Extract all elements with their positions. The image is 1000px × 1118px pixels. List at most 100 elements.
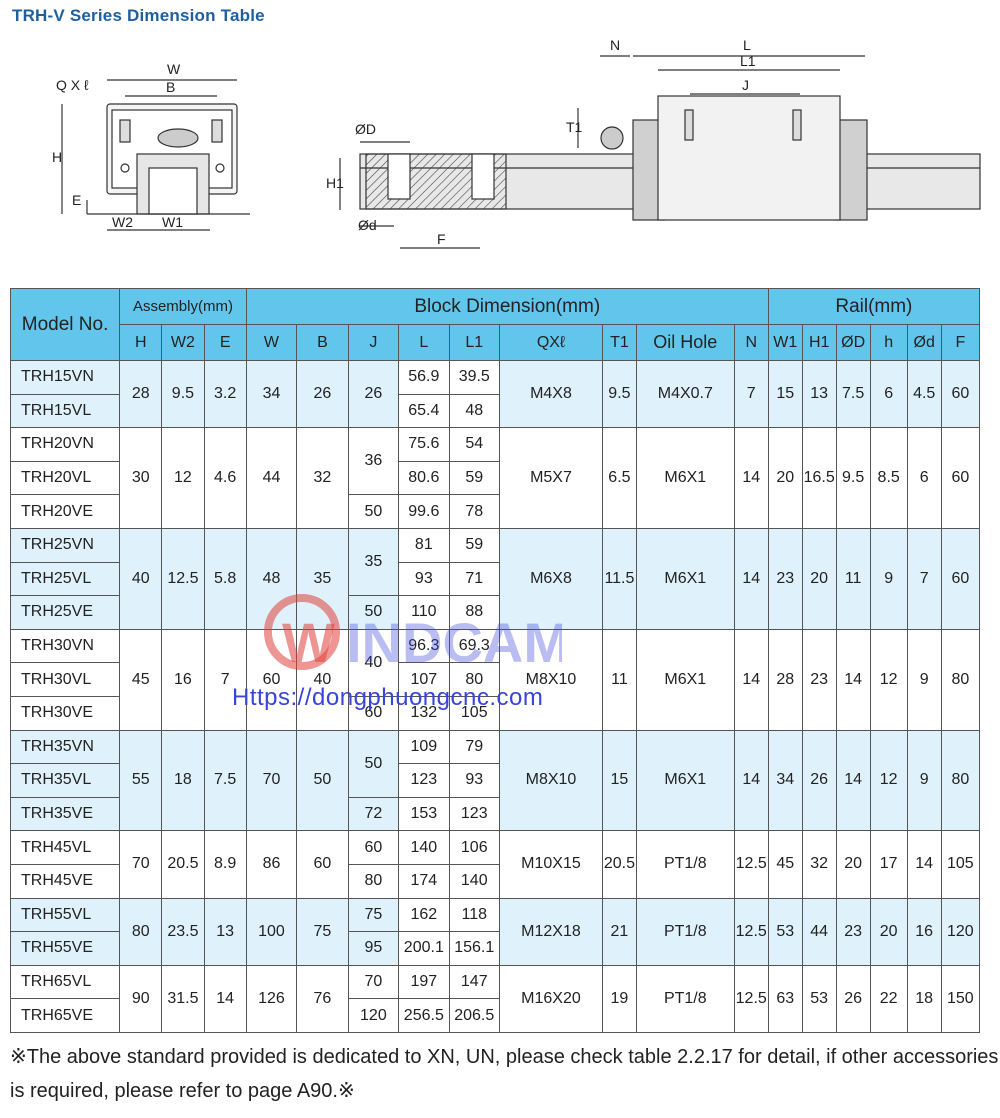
cell-j: 50: [347, 494, 400, 529]
cell-b: 32: [296, 427, 349, 529]
model-name: TRH35VN: [9, 729, 121, 765]
header-model: Model No.: [9, 288, 121, 361]
cell-l1: 88: [448, 595, 500, 630]
cell-w1: 63: [767, 964, 803, 1033]
cell-l: 200.1: [398, 931, 450, 966]
cell-w: 60: [245, 628, 298, 731]
cell-od: 26: [835, 964, 871, 1033]
model-name: TRH15VN: [9, 360, 121, 395]
cell-d: 6: [906, 427, 942, 529]
cell-od: 7.5: [835, 359, 871, 429]
model-name: TRH25VL: [9, 561, 121, 597]
cell-j: 75: [347, 897, 400, 933]
model-name: TRH35VE: [9, 796, 121, 832]
cell-h: 30: [119, 427, 163, 529]
model-name: TRH25VN: [9, 527, 121, 563]
cell-e: 14: [203, 964, 247, 1033]
cell-w: 34: [245, 359, 298, 429]
label-e: E: [72, 192, 81, 208]
cell-l1: 80: [448, 662, 500, 697]
cell-l1: 140: [448, 863, 500, 899]
label-f: F: [437, 231, 446, 247]
cell-w1: 23: [767, 527, 803, 630]
cell-od: 11: [835, 527, 871, 630]
cell-f: 80: [940, 729, 981, 832]
cell-w2: 23.5: [161, 897, 205, 966]
cell-n: 7: [733, 359, 769, 429]
cell-f: 60: [940, 527, 981, 630]
cell-t1: 6.5: [601, 427, 637, 529]
cell-h: 17: [869, 830, 908, 899]
cell-od: 14: [835, 628, 871, 731]
cell-l1: 93: [448, 763, 500, 798]
col-n: N: [733, 324, 769, 361]
cell-w: 70: [245, 729, 298, 832]
cell-d: 9: [906, 628, 942, 731]
cell-b: 60: [296, 830, 349, 899]
cell-l: 140: [398, 830, 450, 865]
cell-oil: PT1/8: [635, 897, 735, 966]
cell-h: 22: [869, 964, 908, 1033]
cell-b: 50: [296, 729, 349, 832]
page-title: TRH-V Series Dimension Table: [12, 6, 265, 25]
dimension-diagram: Q X ℓ W B H E W2 W1 N L L1 J T1 ØD H1 Ød…: [52, 37, 981, 249]
cell-l: 107: [398, 662, 450, 697]
cell-h1: 53: [801, 964, 837, 1033]
cell-t1: 21: [601, 897, 637, 966]
cell-l1: 54: [448, 427, 500, 462]
col-e: E: [203, 324, 247, 361]
cell-d: 7: [906, 527, 942, 630]
cell-h1: 13: [801, 359, 837, 429]
col-rail-f: F: [940, 324, 981, 361]
cell-l1: 206.5: [448, 998, 500, 1033]
label-od-small: Ød: [358, 217, 377, 233]
cell-l1: 69.3: [448, 628, 500, 664]
label-w: W: [167, 61, 181, 77]
cell-n: 14: [733, 527, 769, 630]
cell-oil: PT1/8: [635, 964, 735, 1033]
cell-n: 14: [733, 427, 769, 529]
cell-t1: 9.5: [601, 359, 637, 429]
model-name: TRH55VE: [9, 931, 121, 966]
cell-h: 20: [869, 897, 908, 966]
cell-w1: 20: [767, 427, 803, 529]
model-name: TRH35VL: [9, 763, 121, 798]
cell-l: 96.3: [398, 628, 450, 664]
cell-h: 12: [869, 628, 908, 731]
col-t1: T1: [601, 324, 637, 361]
cell-e: 7.5: [203, 729, 247, 832]
cell-j: 72: [347, 796, 400, 832]
cell-f: 105: [940, 830, 981, 899]
cell-oil: PT1/8: [635, 830, 735, 899]
cell-h1: 26: [801, 729, 837, 832]
cell-w: 44: [245, 427, 298, 529]
cell-qxl: M12X18: [498, 897, 603, 966]
cell-j: 70: [347, 964, 400, 1000]
cell-h: 6: [869, 359, 908, 429]
cell-t1: 20.5: [601, 830, 637, 899]
cell-l1: 106: [448, 830, 500, 865]
col-qxl: QXℓ: [498, 324, 603, 361]
cell-d: 14: [906, 830, 942, 899]
cell-od: 20: [835, 830, 871, 899]
cell-oil: M4X0.7: [635, 359, 735, 429]
cell-l1: 59: [448, 527, 500, 563]
cell-l: 174: [398, 863, 450, 899]
label-h1: H1: [326, 175, 344, 191]
cell-h1: 23: [801, 628, 837, 731]
cell-qxl: M10X15: [498, 830, 603, 899]
cell-h: 28: [119, 359, 163, 429]
cell-t1: 11.5: [601, 527, 637, 630]
model-name: TRH20VL: [9, 460, 121, 496]
col-b: B: [296, 324, 349, 361]
cell-n: 12.5: [733, 964, 769, 1033]
cell-oil: M6X1: [635, 729, 735, 832]
col-rail-od: ØD: [835, 324, 871, 361]
